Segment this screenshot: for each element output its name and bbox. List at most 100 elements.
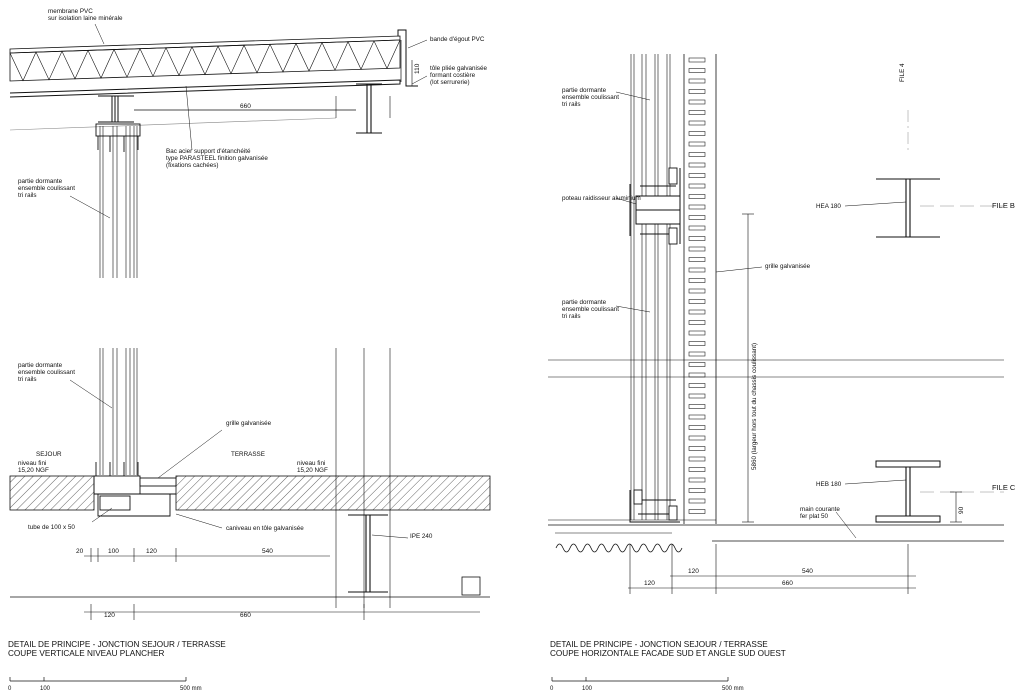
dim-120-bottom: 120 [104,612,115,619]
grille-slat [688,68,706,73]
dim-90: 90 [958,506,965,514]
left-dimension-lines [84,60,480,620]
grille-slat [688,173,706,178]
grille-slat [688,330,706,336]
frame-corner-bottom [629,489,680,523]
grille-slat [688,456,706,462]
grille-slat [688,236,706,241]
roof-assembly [9,29,418,98]
poteau-raidisseur [629,167,681,245]
label-file-b: FILE B [992,201,1015,210]
grille-slat [688,162,706,168]
beam-ipe [348,514,388,593]
dim-660-bottom: 660 [240,612,251,619]
dim-100: 100 [108,548,119,555]
grille-slat [688,488,706,493]
label-file-c: FILE C [992,483,1016,492]
note-caniveau: caniveau en tôle galvanisée [226,525,304,532]
note-largeur: 5860 (largeur hors tout du chassis couli… [751,343,758,470]
grille-slat [688,467,706,472]
grille-slat [688,141,706,147]
grille-slat [688,393,706,399]
grille-slat [688,404,706,409]
grille-slat [688,89,706,94]
right-scale-500: 500 mm [722,686,744,692]
note-grille-right: grille galvanisée [765,263,811,270]
grille-slat [688,351,706,357]
grille-slat [688,225,706,231]
grille-slat [688,414,706,420]
dim-20: 20 [76,548,84,555]
grille-slat [688,267,706,273]
grille-slat [688,110,706,115]
beam-right-top [356,83,382,134]
grille-slat [688,246,706,252]
note-poteau: poteau raidisseur aluminium [562,195,641,202]
grille-slat [688,215,706,220]
grille-slat [688,446,706,451]
label-file-4: FILE 4 [899,63,906,82]
dim-540-right: 540 [802,568,813,575]
dim-660-right: 660 [782,580,793,587]
left-scale-bar: 0 100 500 mm [8,677,202,692]
grille-slat [688,257,706,262]
grille-slat [688,320,706,325]
right-title: DETAIL DE PRINCIPE - JONCTION SEJOUR / T… [550,640,786,658]
grille-slat [688,341,706,346]
grille-slat [688,383,706,388]
left-leaders [69,23,428,539]
floor-slab [9,475,491,517]
grille-slat [688,194,706,199]
grille-slat [688,57,706,63]
right-leaders [615,91,907,539]
beam-heb [875,460,941,523]
grille-slat [688,204,706,210]
sliding-frame-plan [630,54,717,524]
grille-slat [688,435,706,441]
grille-slat [688,131,706,136]
grille-slat [688,99,706,105]
dim-540: 540 [262,548,273,555]
note-hea: HEA 180 [816,203,841,210]
label-sejour: SEJOUR [36,451,62,458]
note-heb: HEB 180 [816,481,842,488]
grille-slat [688,498,706,504]
grille-slat [688,309,706,315]
grille-slat [688,120,706,126]
dim-120-a: 120 [688,568,699,575]
label-terrasse: TERRASSE [231,451,265,458]
grille-slat [688,477,706,483]
note-grille-left: grille galvanisée [226,420,272,427]
sliding-frame-top [95,123,141,278]
beam-left-top [98,95,134,123]
grille-slat [688,278,706,283]
right-scale-100: 100 [582,686,593,692]
beam-hea [876,178,940,238]
sliding-frame-bottom [93,348,141,495]
grille-slat [688,299,706,304]
note-tube: tube de 100 x 50 [28,524,75,531]
grille-slat [688,78,706,84]
grille-slat [688,509,706,514]
dim-660-top: 660 [240,103,251,110]
grille-slat [688,152,706,157]
left-title: DETAIL DE PRINCIPE - JONCTION SEJOUR / T… [8,640,226,658]
right-dimension-lines [628,213,962,594]
note-bande-egout: bande d'égout PVC [430,36,485,43]
grille-slat [688,425,706,430]
dim-120: 120 [146,548,157,555]
right-scale-0: 0 [550,686,554,692]
